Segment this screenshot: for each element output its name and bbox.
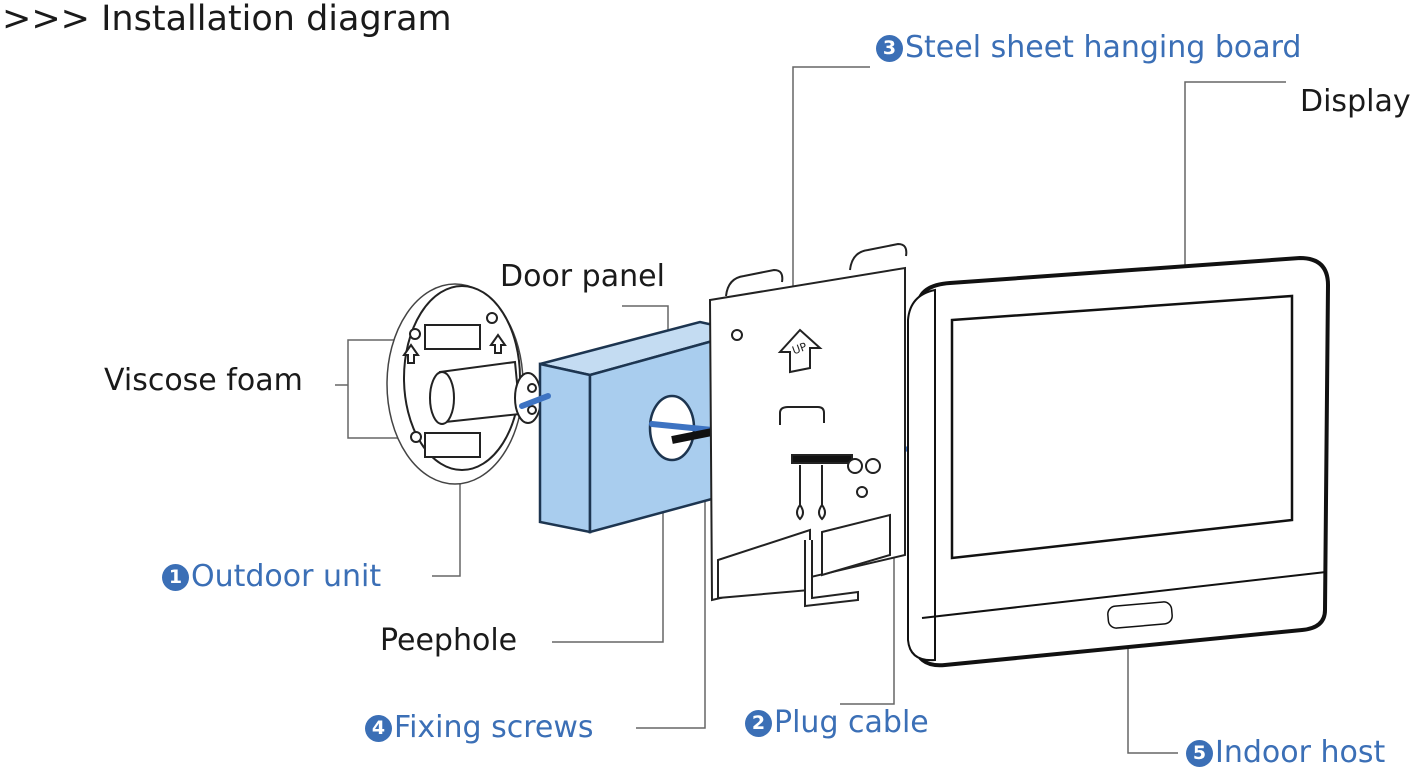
up-marking: UP <box>790 340 809 357</box>
screw-drawing <box>671 428 713 444</box>
label-viscose-foam: Viscose foam <box>104 363 303 398</box>
label-outdoor-unit-text: Outdoor unit <box>191 559 382 594</box>
door-panel-drawing <box>538 320 747 534</box>
label-plug-cable-text: Plug cable <box>774 705 929 740</box>
label-peephole: Peephole <box>380 623 518 658</box>
label-indoor-host-text: Indoor host <box>1215 735 1386 770</box>
leader-outdoor-unit <box>432 470 461 577</box>
leader-viscose-foam <box>347 339 425 439</box>
label-fixing-screws-text: Fixing screws <box>394 710 594 745</box>
label-display: Display <box>1300 84 1411 119</box>
label-door-panel: Door panel <box>500 259 665 294</box>
label-steel-sheet-text: Steel sheet hanging board <box>905 30 1302 65</box>
indoor-host-drawing <box>907 255 1331 668</box>
number-badge-5: 5 <box>1186 740 1213 767</box>
page-title: >>> Installation diagram <box>2 0 452 39</box>
leader-display <box>1184 81 1286 310</box>
number-badge-4: 4 <box>365 715 392 742</box>
steel-sheet-drawing: UP <box>708 242 908 608</box>
outdoor-unit-drawing <box>386 283 542 485</box>
leader-door-panel <box>622 305 669 340</box>
number-badge-3: 3 <box>876 35 903 62</box>
leader-peephole <box>552 460 664 643</box>
leader-fixing-screws <box>636 430 706 729</box>
number-badge-1: 1 <box>162 564 189 591</box>
leader-steel-sheet <box>792 66 870 300</box>
number-badge-2: 2 <box>745 710 772 737</box>
